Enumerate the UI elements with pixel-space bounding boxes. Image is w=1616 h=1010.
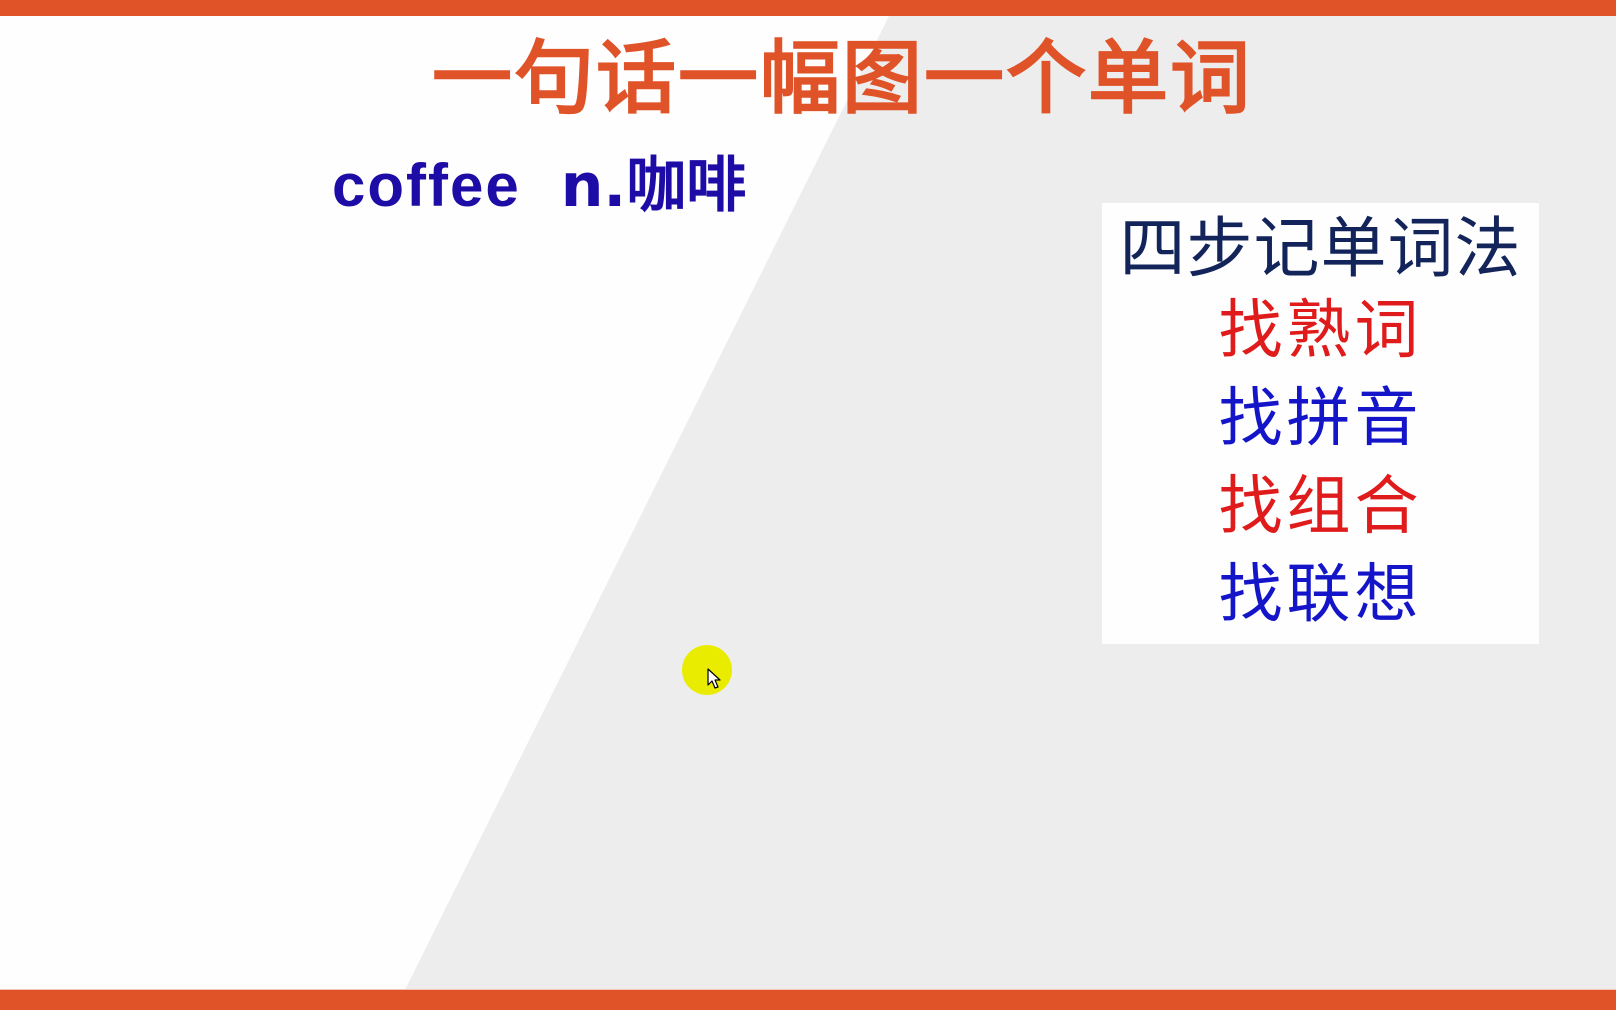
step-combination: 找组合 — [1218, 470, 1423, 544]
step-pinyin: 找拼音 — [1218, 382, 1423, 456]
top-accent-bar — [0, 0, 1616, 16]
method-box-title: 四步记单词法 — [1119, 210, 1522, 287]
mouse-pointer-icon — [707, 668, 721, 689]
cursor-highlight — [682, 645, 732, 695]
bottom-accent-bar — [0, 990, 1616, 1010]
step-familiar-word: 找熟词 — [1218, 294, 1423, 368]
four-step-method-box: 四步记单词法 找熟词 找拼音 找组合 找联想 — [1102, 203, 1539, 644]
vocabulary-word: coffee — [332, 152, 521, 219]
vocabulary-line: coffee n.咖啡 — [332, 150, 746, 222]
slide-title: 一句话一幅图一个单词 — [432, 32, 1252, 125]
step-association: 找联想 — [1218, 558, 1423, 632]
vocabulary-meaning: n.咖啡 — [560, 151, 747, 221]
